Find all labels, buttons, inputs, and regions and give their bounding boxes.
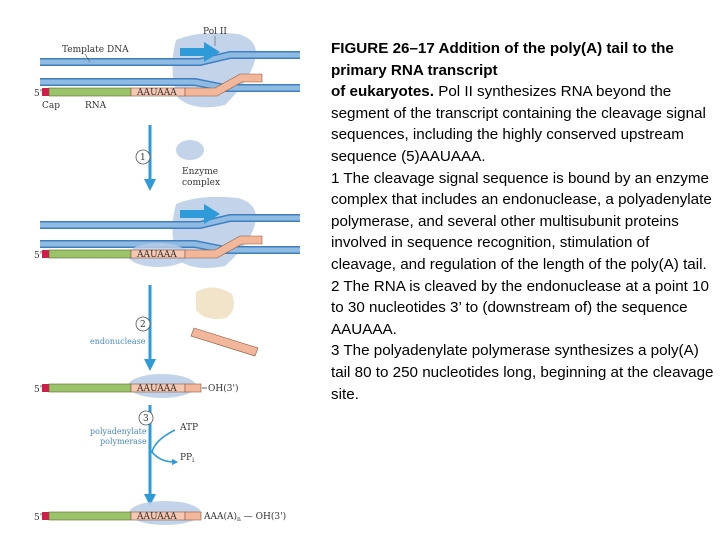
five-prime-label-c: 5' xyxy=(34,385,42,395)
stage-poly-a: AAUAAA 5' AAA(A)n — OH(3') xyxy=(34,501,286,525)
caption-step-3: 3 The polyadenylate polymerase synthesiz… xyxy=(331,342,714,403)
caption-title-line2: of eukaryotes. xyxy=(331,83,434,101)
signal-label-b: AAUAAA xyxy=(136,250,177,260)
step-2-number: 2 xyxy=(140,320,146,330)
five-prime-label-d: 5' xyxy=(34,513,42,523)
stage-transcription: AAUAAA Pol II Template DNA 5' Cap RNA xyxy=(34,27,300,111)
step-1: 1 Enzyme complex xyxy=(135,125,220,191)
step-3-badge xyxy=(138,410,154,426)
rna-extension-b xyxy=(184,235,263,259)
rna-cap xyxy=(42,88,49,96)
rna-cap-d xyxy=(42,512,49,520)
signal-label-c: AAUAAA xyxy=(136,384,177,394)
rna-body-c xyxy=(48,383,132,393)
ppi-output-arrow xyxy=(151,451,179,466)
enzyme-complex-label-2: complex xyxy=(182,178,220,188)
atp-input-arrow xyxy=(151,429,176,453)
step-2-badge xyxy=(135,316,151,332)
transcription-direction-arrow xyxy=(180,42,220,62)
signal-label-d: AAUAAA xyxy=(136,512,177,522)
caption-title: FIGURE 26–17 Addition of the poly(A) tai… xyxy=(331,40,674,79)
polyadenylate-label-1: polyadenylate xyxy=(90,427,147,436)
template-dna-strand-top-b xyxy=(40,215,300,228)
caption-step-1: 1 The cleavage signal sequence is bound … xyxy=(331,169,712,273)
five-prime-label-a: 5' xyxy=(34,89,42,99)
step-3: 3 polyadenylate polymerase ATP PPi xyxy=(90,405,198,506)
caption-intro-text: Pol II synthesizes RNA beyond the segmen… xyxy=(331,83,706,165)
oh3-label-c: OH(3') xyxy=(208,383,238,394)
stage-cleaved: AAUAAA 5' OH(3') xyxy=(34,374,238,398)
template-dna-label: Template DNA xyxy=(62,45,129,55)
rna-body-d xyxy=(48,511,132,521)
rna-label: RNA xyxy=(85,101,107,111)
released-polymerase xyxy=(196,287,234,319)
cap-label: Cap xyxy=(42,101,60,111)
ppi-label: PPi xyxy=(180,453,194,464)
template-dna-strand-bottom-b xyxy=(40,241,300,253)
rna-body xyxy=(48,87,132,97)
poly-a-tail-label: AAA(A)n — OH(3') xyxy=(203,511,286,523)
stage-complex-bound: AAUAAA 5' xyxy=(34,196,300,268)
enzyme-complex-shape xyxy=(176,140,204,160)
polyadenylation-diagram: AAUAAA Pol II Template DNA 5' Cap RNA 1 … xyxy=(34,27,300,525)
rna-extension xyxy=(184,73,263,97)
enzyme-complex-label-1: Enzyme xyxy=(182,167,218,177)
transcription-direction-arrow-b xyxy=(180,204,220,224)
caption-step-2: 2 The RNA is cleaved by the endonuclease… xyxy=(331,277,709,338)
rna-body-b xyxy=(48,249,132,259)
endonuclease-label: endonuclease xyxy=(90,337,146,346)
step-1-badge xyxy=(135,149,151,165)
step-2: 2 endonuclease xyxy=(90,285,259,371)
cleaved-rna-fragment xyxy=(190,327,259,357)
step-1-number: 1 xyxy=(140,153,146,163)
rna-stub-d xyxy=(184,511,202,521)
rna-cap-b xyxy=(42,250,49,258)
rna-cap-c xyxy=(42,384,49,392)
pol2-label: Pol II xyxy=(203,27,227,37)
rna-stub-c xyxy=(184,383,202,393)
five-prime-label-b: 5' xyxy=(34,251,42,261)
caption-intro: of eukaryotes. Pol II synthesizes RNA be… xyxy=(331,81,715,167)
signal-label-a: AAUAAA xyxy=(136,88,177,98)
polyadenylate-label-2: polymerase xyxy=(100,437,147,446)
figure-caption: FIGURE 26–17 Addition of the poly(A) tai… xyxy=(331,38,715,405)
atp-label: ATP xyxy=(179,423,198,433)
step-3-number: 3 xyxy=(143,414,149,424)
